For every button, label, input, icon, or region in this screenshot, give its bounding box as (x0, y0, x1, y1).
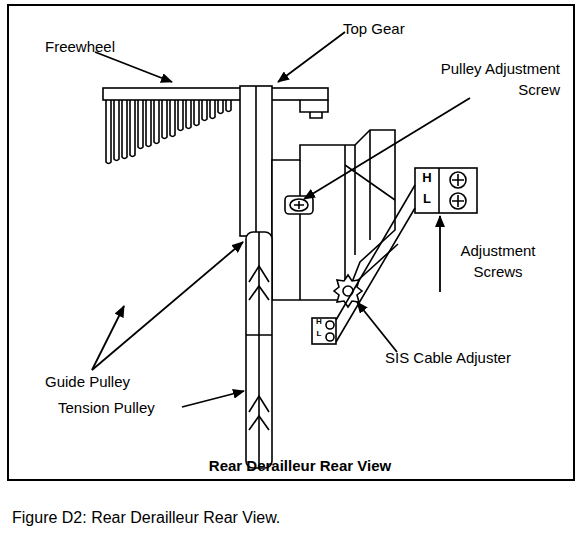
zoom-box-divider (438, 168, 440, 213)
guide-pulley-teeth (249, 266, 269, 300)
tension-pulley-leader (182, 391, 244, 407)
adjustment-screws-leader (439, 216, 441, 292)
top-gear-line (255, 86, 257, 236)
part-label: Top Gear (343, 18, 433, 39)
freewheel-lockring (300, 100, 328, 118)
freewheel-leader (95, 52, 172, 82)
limit-screw-low (326, 333, 334, 341)
figure-frame (8, 5, 574, 480)
part-label: SIS Cable Adjuster (385, 347, 535, 368)
sis-adjuster-leader (357, 302, 397, 352)
zoom-leader-lines (336, 185, 415, 342)
part-label: Freewheel (45, 36, 145, 57)
guide-pulley-leader (92, 242, 243, 370)
zoom-box (415, 168, 477, 213)
limit-screw-plate (312, 318, 336, 344)
guide-pulley-leader (92, 306, 124, 370)
freewheel-cog-teeth (106, 100, 231, 164)
tension-pulley-teeth (249, 396, 269, 430)
part-label: Adjustment Screws (446, 240, 550, 282)
pulley-screw-leader (304, 98, 470, 199)
top-gear-leader (278, 32, 345, 82)
freewheel-body (103, 88, 328, 100)
pulley-adjustment-screw (290, 199, 308, 211)
pulley-screw-plate (285, 196, 313, 214)
limit-letter: H (417, 169, 437, 187)
part-label: Pulley Adjustment Screw (398, 58, 560, 100)
limit-screw-high (326, 321, 334, 329)
figure-caption: Figure D2: Rear Derailleur Rear View. (12, 507, 572, 529)
zoom-screw-crosses (452, 174, 464, 207)
limit-letter: L (313, 330, 325, 338)
limit-letter: L (417, 190, 437, 208)
pulley-cage-centre (246, 232, 272, 468)
top-gear-plate (240, 86, 272, 236)
limit-letter: H (313, 318, 325, 326)
figure-title: Rear Derailleur Rear View (140, 455, 460, 476)
pulley-cage (246, 232, 272, 468)
part-label: Guide Pulley (45, 371, 175, 392)
part-label: Tension Pulley (58, 397, 188, 418)
pulley-screw-cross (294, 201, 304, 209)
